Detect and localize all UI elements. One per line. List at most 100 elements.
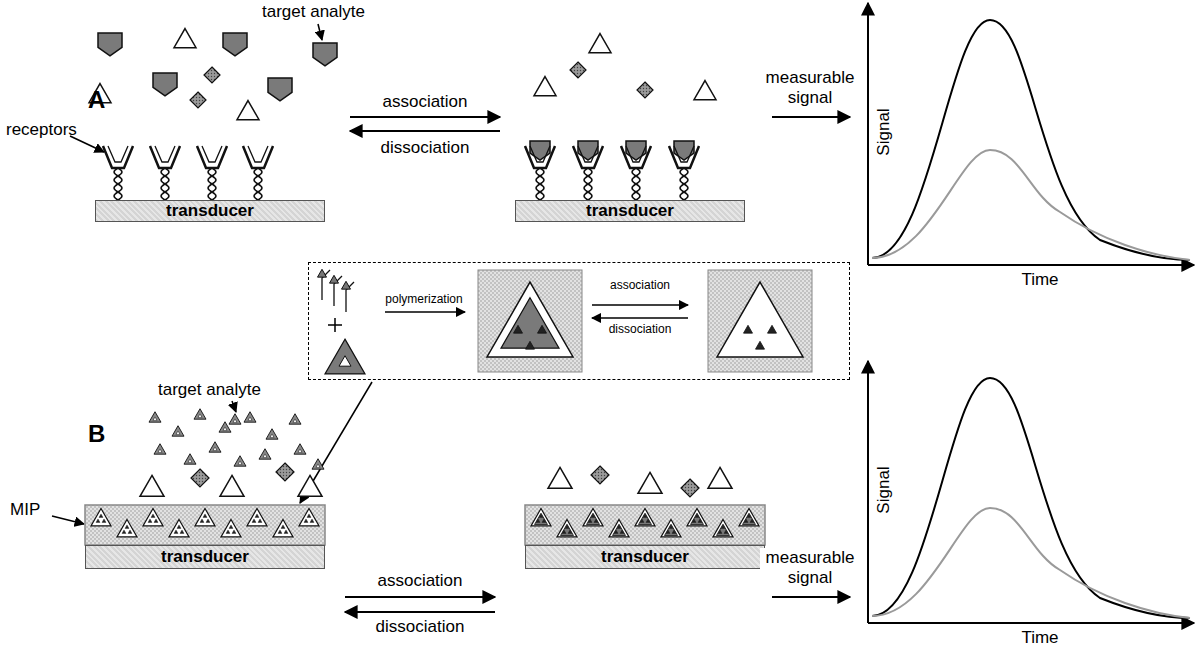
functional-group xyxy=(200,519,204,522)
y-axis xyxy=(867,361,869,623)
functional-group xyxy=(744,325,753,333)
functional-group xyxy=(640,519,644,522)
interferent-triangle xyxy=(534,77,556,96)
functional-group xyxy=(617,525,621,528)
receptor-cup xyxy=(243,146,273,168)
receptor-cup xyxy=(103,146,133,168)
cavity xyxy=(609,520,629,537)
functional-group xyxy=(278,530,282,533)
analyte-notch xyxy=(316,464,320,467)
interferent-diamond xyxy=(637,82,653,98)
functional-group xyxy=(255,514,259,517)
functional-group xyxy=(568,530,572,533)
arrow-label: dissociation xyxy=(381,138,470,158)
functional-group xyxy=(102,519,106,522)
analyte-notch xyxy=(270,434,274,437)
interferent-triangle xyxy=(708,467,732,488)
signal-curve-high xyxy=(872,20,1190,260)
analyte-small xyxy=(149,412,161,422)
callout-label: target analyte xyxy=(262,2,365,22)
receptor-stem xyxy=(208,168,216,200)
functional-group xyxy=(96,519,100,522)
receptor-cup xyxy=(578,146,598,162)
receptor-stem xyxy=(208,168,216,200)
axis-label: Signal xyxy=(874,466,894,513)
step-label: association xyxy=(610,279,670,292)
transducer-label: transducer xyxy=(161,548,249,567)
cavity xyxy=(299,509,319,526)
functional-group xyxy=(588,519,592,522)
panel-letter: A xyxy=(88,86,105,114)
association-arrow xyxy=(350,116,500,118)
analyte-small xyxy=(289,414,301,424)
bound-analyte xyxy=(561,524,574,535)
receptor-cup xyxy=(626,146,646,162)
functional-group xyxy=(177,525,181,528)
analyte-shape xyxy=(153,73,177,96)
analyte-small xyxy=(209,442,221,452)
receptor-stem xyxy=(680,168,688,200)
bound-template xyxy=(501,298,559,348)
functional-group xyxy=(562,530,566,533)
functional-group xyxy=(232,530,236,533)
analyte-notch xyxy=(233,419,237,422)
analyte-notch xyxy=(298,449,302,452)
analyte-shape xyxy=(98,33,122,56)
transducer-bar: transducer xyxy=(525,545,765,569)
analyte-small xyxy=(266,429,278,439)
cavity xyxy=(273,520,293,537)
cavity xyxy=(169,520,189,537)
receptor-cup xyxy=(573,146,603,168)
analyte-notch xyxy=(158,449,162,452)
bound-analyte xyxy=(626,141,646,160)
axis-label: Time xyxy=(1021,270,1058,290)
arrow-label: measurable signal xyxy=(760,68,860,107)
callout-label: MIP xyxy=(10,500,40,520)
mip-layer xyxy=(85,505,325,545)
arrow-label: measurable signal xyxy=(760,548,860,587)
step-label: dissociation xyxy=(609,323,672,336)
interferent-triangle xyxy=(220,475,244,496)
cavity xyxy=(739,509,759,526)
receptor-stem xyxy=(114,168,122,200)
imprinted-polymer xyxy=(708,270,812,372)
functional-group xyxy=(695,514,699,517)
cavity xyxy=(557,520,577,537)
receptor-cup xyxy=(150,146,180,168)
functional-group xyxy=(281,525,285,528)
bound-analyte xyxy=(613,524,626,535)
analyte-notch xyxy=(153,417,157,420)
receptor-cup xyxy=(530,146,550,162)
x-axis xyxy=(868,264,1194,266)
interferent-triangle xyxy=(140,475,164,496)
receptor-cup xyxy=(248,146,268,162)
association-arrow xyxy=(592,304,688,306)
signal-arrow xyxy=(772,116,850,118)
empty-cavity xyxy=(717,282,803,357)
bound-analyte xyxy=(587,513,600,524)
functional-group xyxy=(750,519,754,522)
functional-group xyxy=(206,519,210,522)
interferent-triangle xyxy=(298,475,322,496)
functional-group xyxy=(252,519,256,522)
functional-group xyxy=(565,525,569,528)
functional-group xyxy=(698,519,702,522)
arrow-label: dissociation xyxy=(376,617,465,637)
step-label: polymerization xyxy=(385,293,462,306)
analyte-notch xyxy=(188,459,192,462)
functional-group xyxy=(643,514,647,517)
analyte-shape xyxy=(268,78,292,101)
interferent-diamond xyxy=(191,469,209,487)
analyte-small xyxy=(244,412,256,422)
receptor-stem xyxy=(161,168,169,200)
transducer-label: transducer xyxy=(166,202,254,221)
signal-curve-low xyxy=(872,150,1190,260)
y-axis xyxy=(867,3,869,265)
functional-group xyxy=(128,530,132,533)
receptor-cup xyxy=(202,146,222,162)
axis-label: Time xyxy=(1021,628,1058,648)
interferent-triangle xyxy=(237,101,259,120)
signal-arrow xyxy=(772,596,850,598)
bound-analyte xyxy=(639,513,652,524)
functional-group xyxy=(666,530,670,533)
